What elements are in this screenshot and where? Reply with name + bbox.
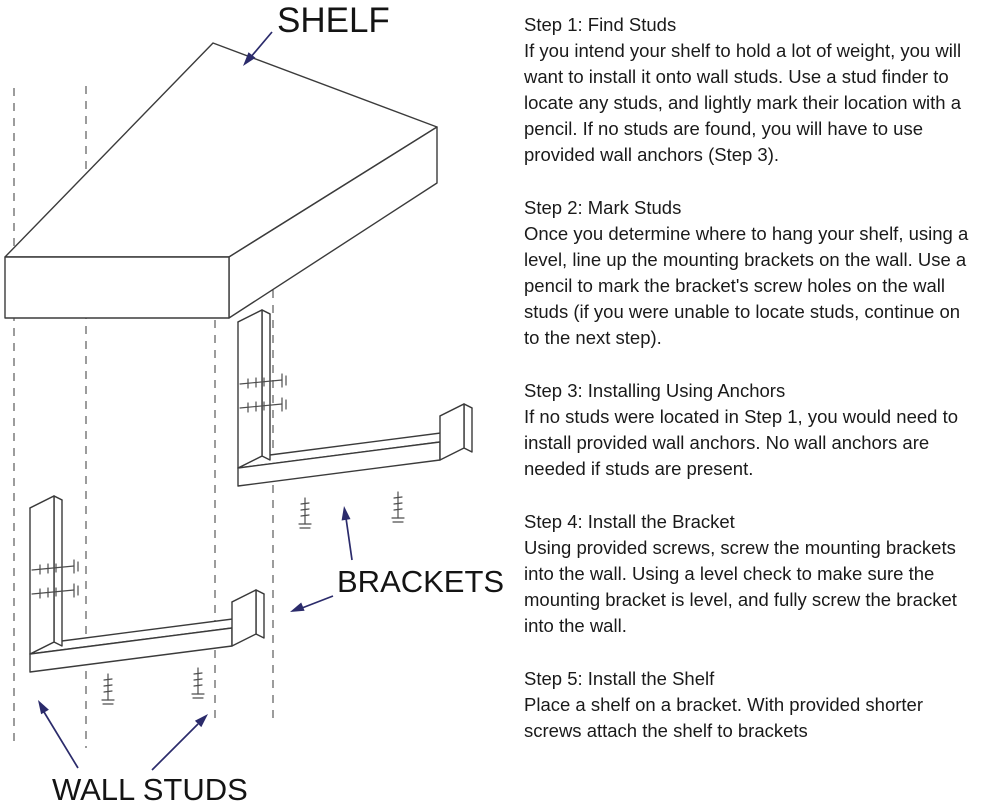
- wall-studs-label: WALL STUDS: [52, 772, 248, 806]
- step-3: Step 3: Installing Using Anchors If no s…: [524, 378, 978, 482]
- step-1: Step 1: Find Studs If you intend your sh…: [524, 12, 978, 168]
- instruction-steps: Step 1: Find Studs If you intend your sh…: [524, 12, 978, 771]
- step-2-title: Step 2: Mark Studs: [524, 197, 682, 218]
- shelf-label: SHELF: [277, 1, 390, 40]
- step-5-body: Place a shelf on a bracket. With provide…: [524, 694, 923, 741]
- screw-icon: [298, 497, 312, 529]
- step-1-body: If you intend your shelf to hold a lot o…: [524, 40, 962, 165]
- step-5: Step 5: Install the Shelf Place a shelf …: [524, 666, 978, 744]
- step-4-body: Using provided screws, screw the mountin…: [524, 537, 957, 636]
- shelf-drawing: [4, 42, 438, 319]
- screw-icon: [391, 491, 405, 523]
- brackets-label: BRACKETS: [337, 564, 504, 599]
- step-4: Step 4: Install the Bracket Using provid…: [524, 509, 978, 639]
- brackets-arrow-upper: [341, 506, 353, 561]
- screw-icon: [101, 673, 115, 705]
- step-3-body: If no studs were located in Step 1, you …: [524, 406, 959, 479]
- shelf-arrow: [243, 31, 273, 66]
- step-5-title: Step 5: Install the Shelf: [524, 668, 715, 689]
- brackets-arrow-lower: [290, 595, 334, 612]
- step-1-title: Step 1: Find Studs: [524, 14, 677, 35]
- step-4-title: Step 4: Install the Bracket: [524, 511, 735, 532]
- step-2: Step 2: Mark Studs Once you determine wh…: [524, 195, 978, 351]
- step-3-title: Step 3: Installing Using Anchors: [524, 380, 786, 401]
- wall-studs-arrow-right: [151, 714, 208, 771]
- step-2-body: Once you determine where to hang your sh…: [524, 223, 969, 348]
- bracket-lower: [29, 495, 265, 673]
- screw-icon: [191, 667, 205, 699]
- shelf-diagram: SHELF BRACKETS WALL STUDS: [4, 1, 504, 806]
- wall-studs-arrow-left: [38, 700, 79, 769]
